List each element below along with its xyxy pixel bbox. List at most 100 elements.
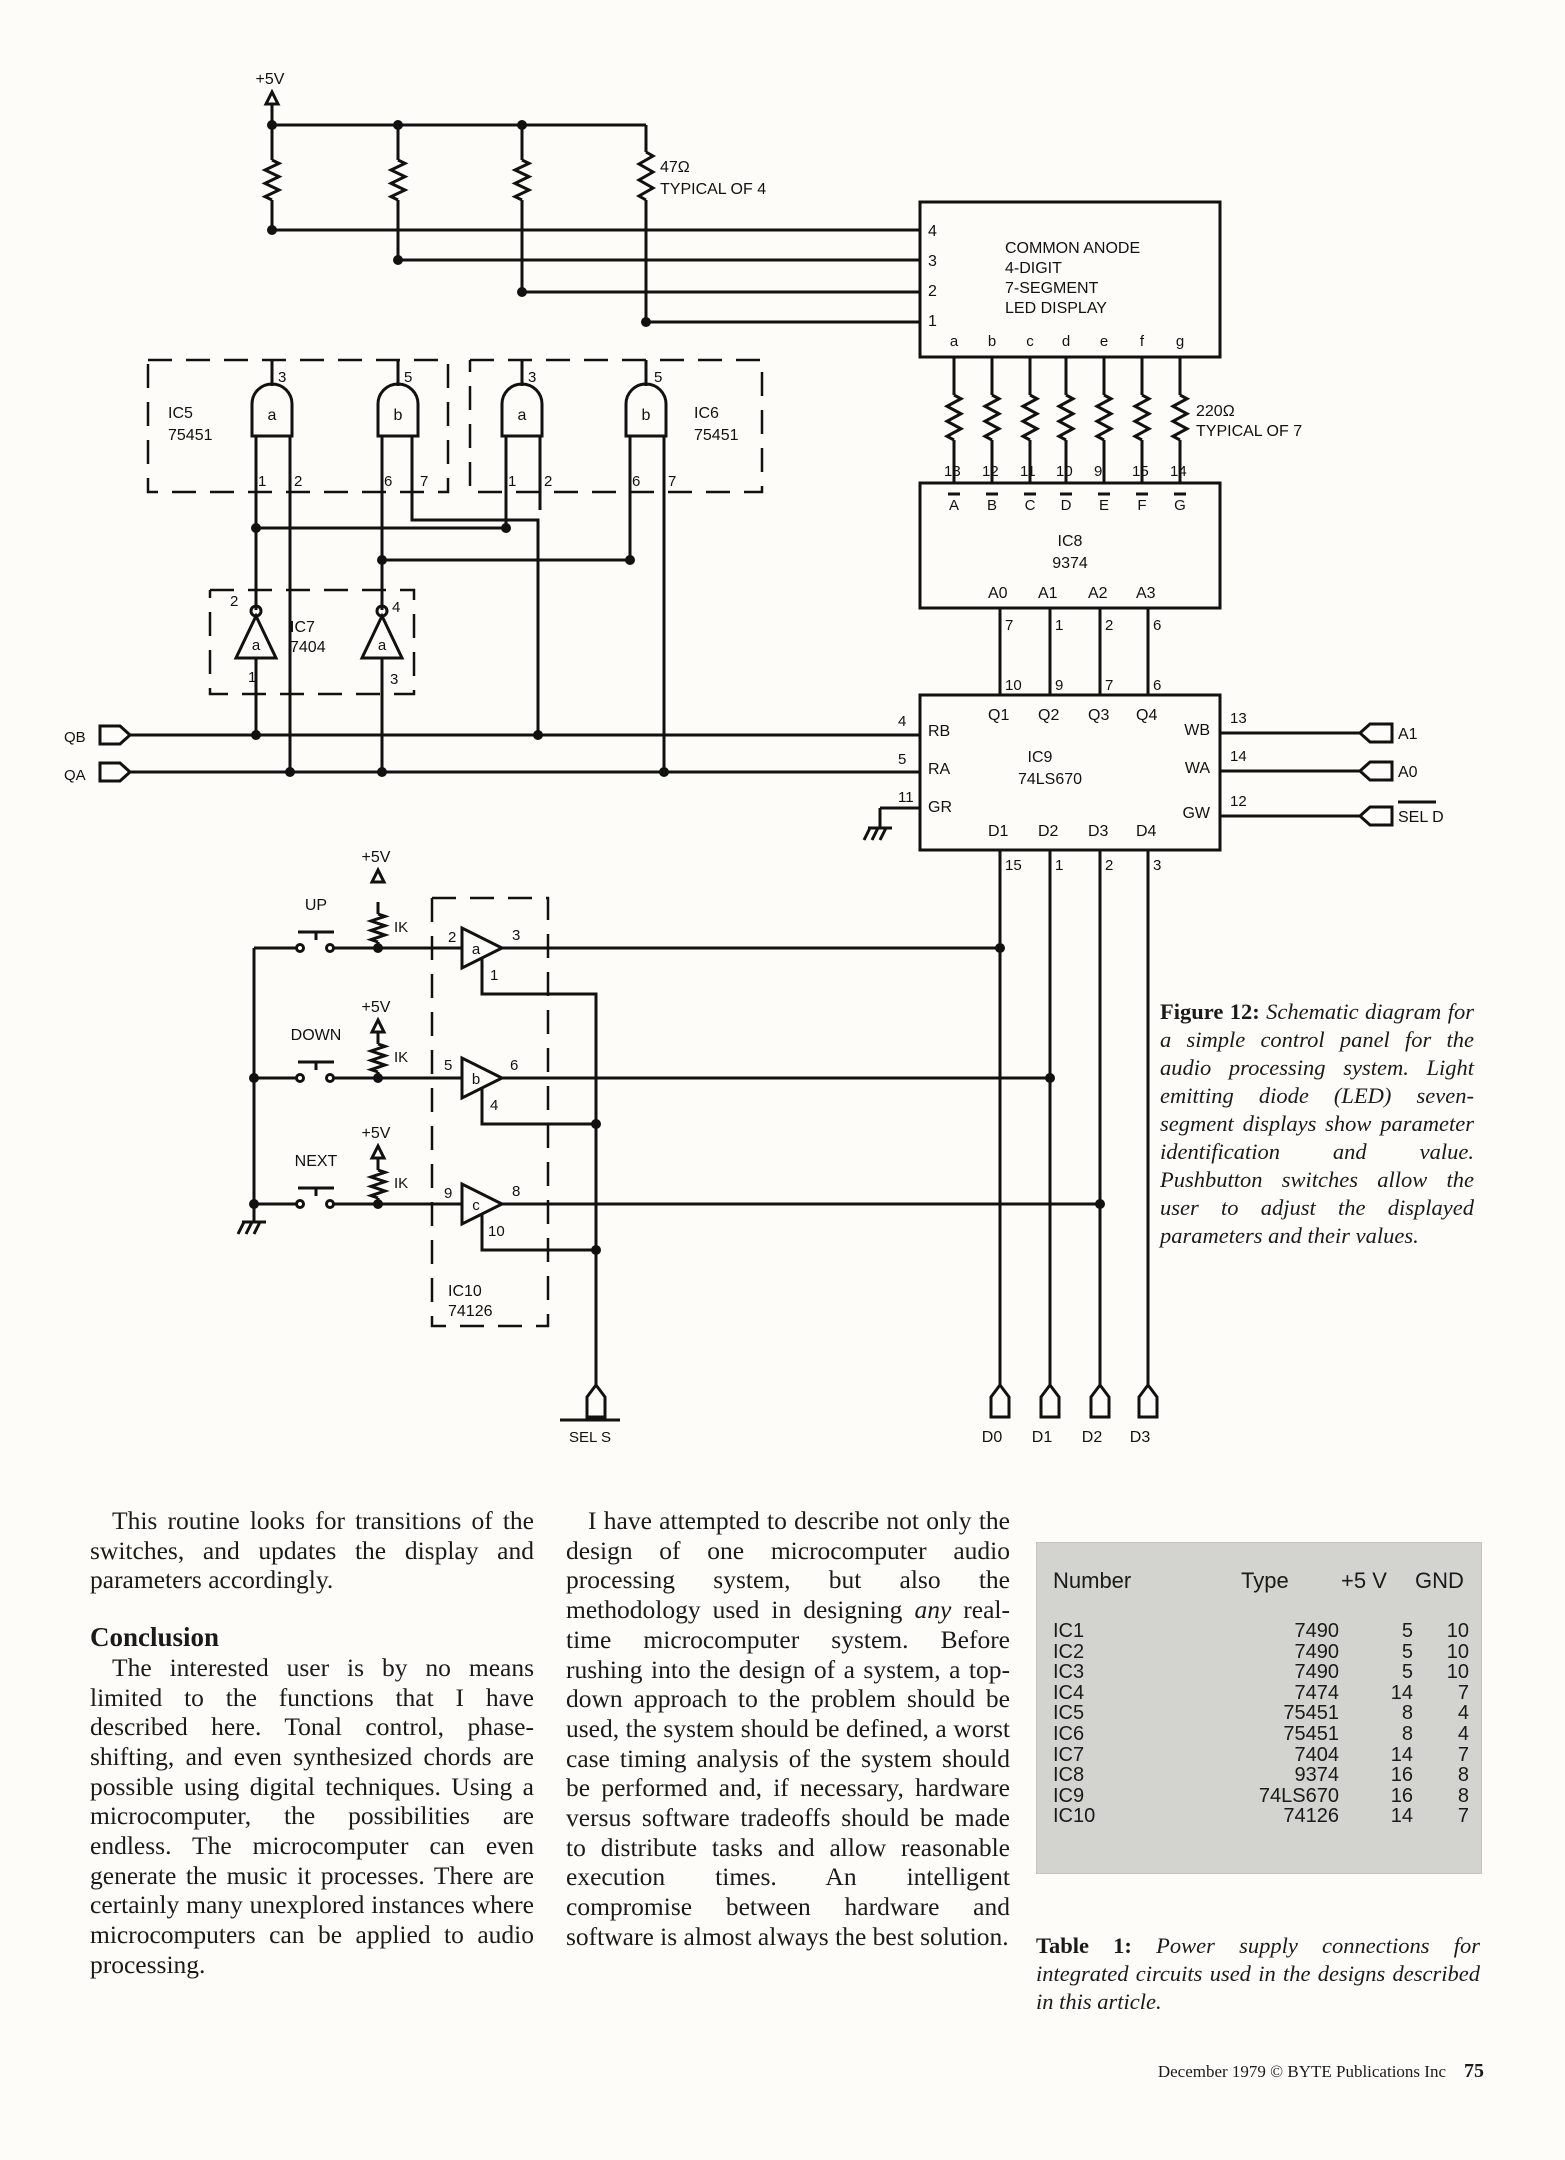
- table-caption-text: Power supply connections for integrated …: [1036, 1933, 1480, 2014]
- input-terminal: [98, 724, 133, 746]
- junction-dot: [501, 523, 511, 533]
- chip-outline: [468, 358, 764, 494]
- chip-outline: [430, 896, 550, 1328]
- switch-contact: [295, 943, 305, 953]
- schematic-label: 74LS670: [1018, 771, 1082, 788]
- schematic-label: D0: [982, 1429, 1003, 1446]
- schematic-label: A2: [1088, 585, 1108, 602]
- schematic-label: +5V: [362, 1125, 391, 1142]
- table-caption-label: Table 1:: [1036, 1933, 1132, 1958]
- table-cell: 14: [1390, 1805, 1413, 1828]
- wire: [244, 1221, 254, 1235]
- schematic-label: 9374: [1052, 555, 1088, 572]
- schematic-label: GW: [1182, 805, 1210, 822]
- output-terminal: [1357, 760, 1394, 782]
- schematic-label: e: [1100, 333, 1108, 350]
- schematic-label: 11: [1020, 463, 1036, 480]
- schematic-label: 1: [928, 313, 937, 330]
- table-cell: IC3: [1053, 1661, 1085, 1684]
- schematic-label: D: [1061, 497, 1072, 514]
- table-cell: 16: [1390, 1764, 1413, 1787]
- schematic-label: 9: [1094, 463, 1102, 480]
- schematic-label: 3: [528, 369, 536, 386]
- figure-caption-text: Schematic diagram for a simple control p…: [1160, 999, 1474, 1248]
- wire: [862, 827, 872, 841]
- schematic-label: 7: [668, 473, 676, 490]
- schematic-label: 75451: [694, 427, 739, 444]
- schematic-wires: [98, 88, 1436, 1422]
- schematic-label: IC9: [1028, 749, 1053, 766]
- schematic-label: 3: [1153, 857, 1161, 874]
- schematic-label: +5V: [362, 999, 391, 1016]
- schematic-label: 2: [1105, 617, 1113, 634]
- junction-dot: [659, 767, 669, 777]
- schematic-label: 11: [898, 789, 914, 806]
- schematic-label: 3: [390, 671, 398, 688]
- schematic-label: 5: [444, 1057, 452, 1074]
- junction-dot: [251, 730, 261, 740]
- schematic-label: DOWN: [291, 1027, 342, 1044]
- output-terminal: [1357, 722, 1394, 744]
- resistor: [1019, 393, 1041, 442]
- down-terminal: [1089, 1382, 1111, 1419]
- table-cell: 14: [1390, 1681, 1413, 1704]
- schematic-label: 15: [1005, 857, 1022, 874]
- gate-label: a: [268, 407, 277, 424]
- table-header-gnd: GND: [1415, 1568, 1464, 1593]
- schematic-label: 4: [392, 599, 400, 616]
- schematic-label: 7: [1105, 677, 1113, 694]
- schematic-label: 10: [1005, 677, 1022, 694]
- schematic-label: 12: [1230, 793, 1247, 810]
- article-paragraph: This routine looks for transitions of th…: [90, 1506, 534, 1595]
- power-arrow: [369, 1142, 387, 1160]
- junction-dot: [533, 730, 543, 740]
- schematic-label: F: [1137, 497, 1146, 514]
- table-cell: 8: [1457, 1764, 1469, 1787]
- inverter-bubble: [375, 604, 389, 618]
- article-column-2: I have attempted to describe not only th…: [566, 1506, 1010, 1952]
- schematic-label: 10: [1056, 463, 1073, 480]
- schematic-label: 2: [928, 283, 937, 300]
- schematic-label: IC7: [290, 619, 315, 636]
- chip-outline: [208, 588, 416, 696]
- schematic-label: 4: [928, 223, 937, 240]
- resistor: [261, 158, 283, 202]
- table-cell: 7490: [1294, 1640, 1340, 1663]
- schematic-label: 1: [1055, 857, 1063, 874]
- schematic-label: 74126: [448, 1303, 493, 1320]
- resistor: [1055, 393, 1077, 442]
- table-cell: 7490: [1294, 1620, 1340, 1642]
- resistor: [511, 158, 533, 202]
- gate-label: a: [472, 941, 481, 958]
- gate-label: a: [252, 637, 261, 654]
- table-cell: 10: [1446, 1640, 1469, 1663]
- schematic-label: 4: [490, 1097, 498, 1114]
- switch-contact: [325, 1199, 335, 1209]
- schematic-label: Q3: [1088, 707, 1109, 724]
- resistor: [635, 150, 657, 202]
- schematic-label: b: [988, 333, 996, 350]
- schematic-label: 1: [508, 473, 516, 490]
- schematic-label: 47Ω: [660, 159, 690, 176]
- schematic-label: IK: [394, 1175, 408, 1192]
- power-arrow: [369, 866, 387, 884]
- schematic-label: SEL D: [1398, 809, 1444, 826]
- down-terminal: [989, 1382, 1011, 1419]
- schematic-label: 13: [1230, 710, 1247, 727]
- figure-caption-label: Figure 12:: [1160, 999, 1260, 1024]
- schematic-label: TYPICAL OF 4: [660, 181, 766, 198]
- table-cell: 7: [1457, 1681, 1469, 1704]
- wire: [410, 470, 540, 735]
- schematic-label: A3: [1136, 585, 1156, 602]
- gate-label: a: [378, 637, 387, 654]
- table-cell: 4: [1457, 1702, 1469, 1725]
- wire: [480, 1238, 596, 1252]
- schematic-label: g: [1176, 333, 1184, 350]
- schematic-label: 6: [1153, 617, 1161, 634]
- schematic-label: IC8: [1058, 533, 1083, 550]
- article-text: real-time microcomputer system. Before r…: [566, 1595, 1010, 1951]
- schematic-label: D3: [1130, 1429, 1151, 1446]
- schematic-label: 2: [1105, 857, 1113, 874]
